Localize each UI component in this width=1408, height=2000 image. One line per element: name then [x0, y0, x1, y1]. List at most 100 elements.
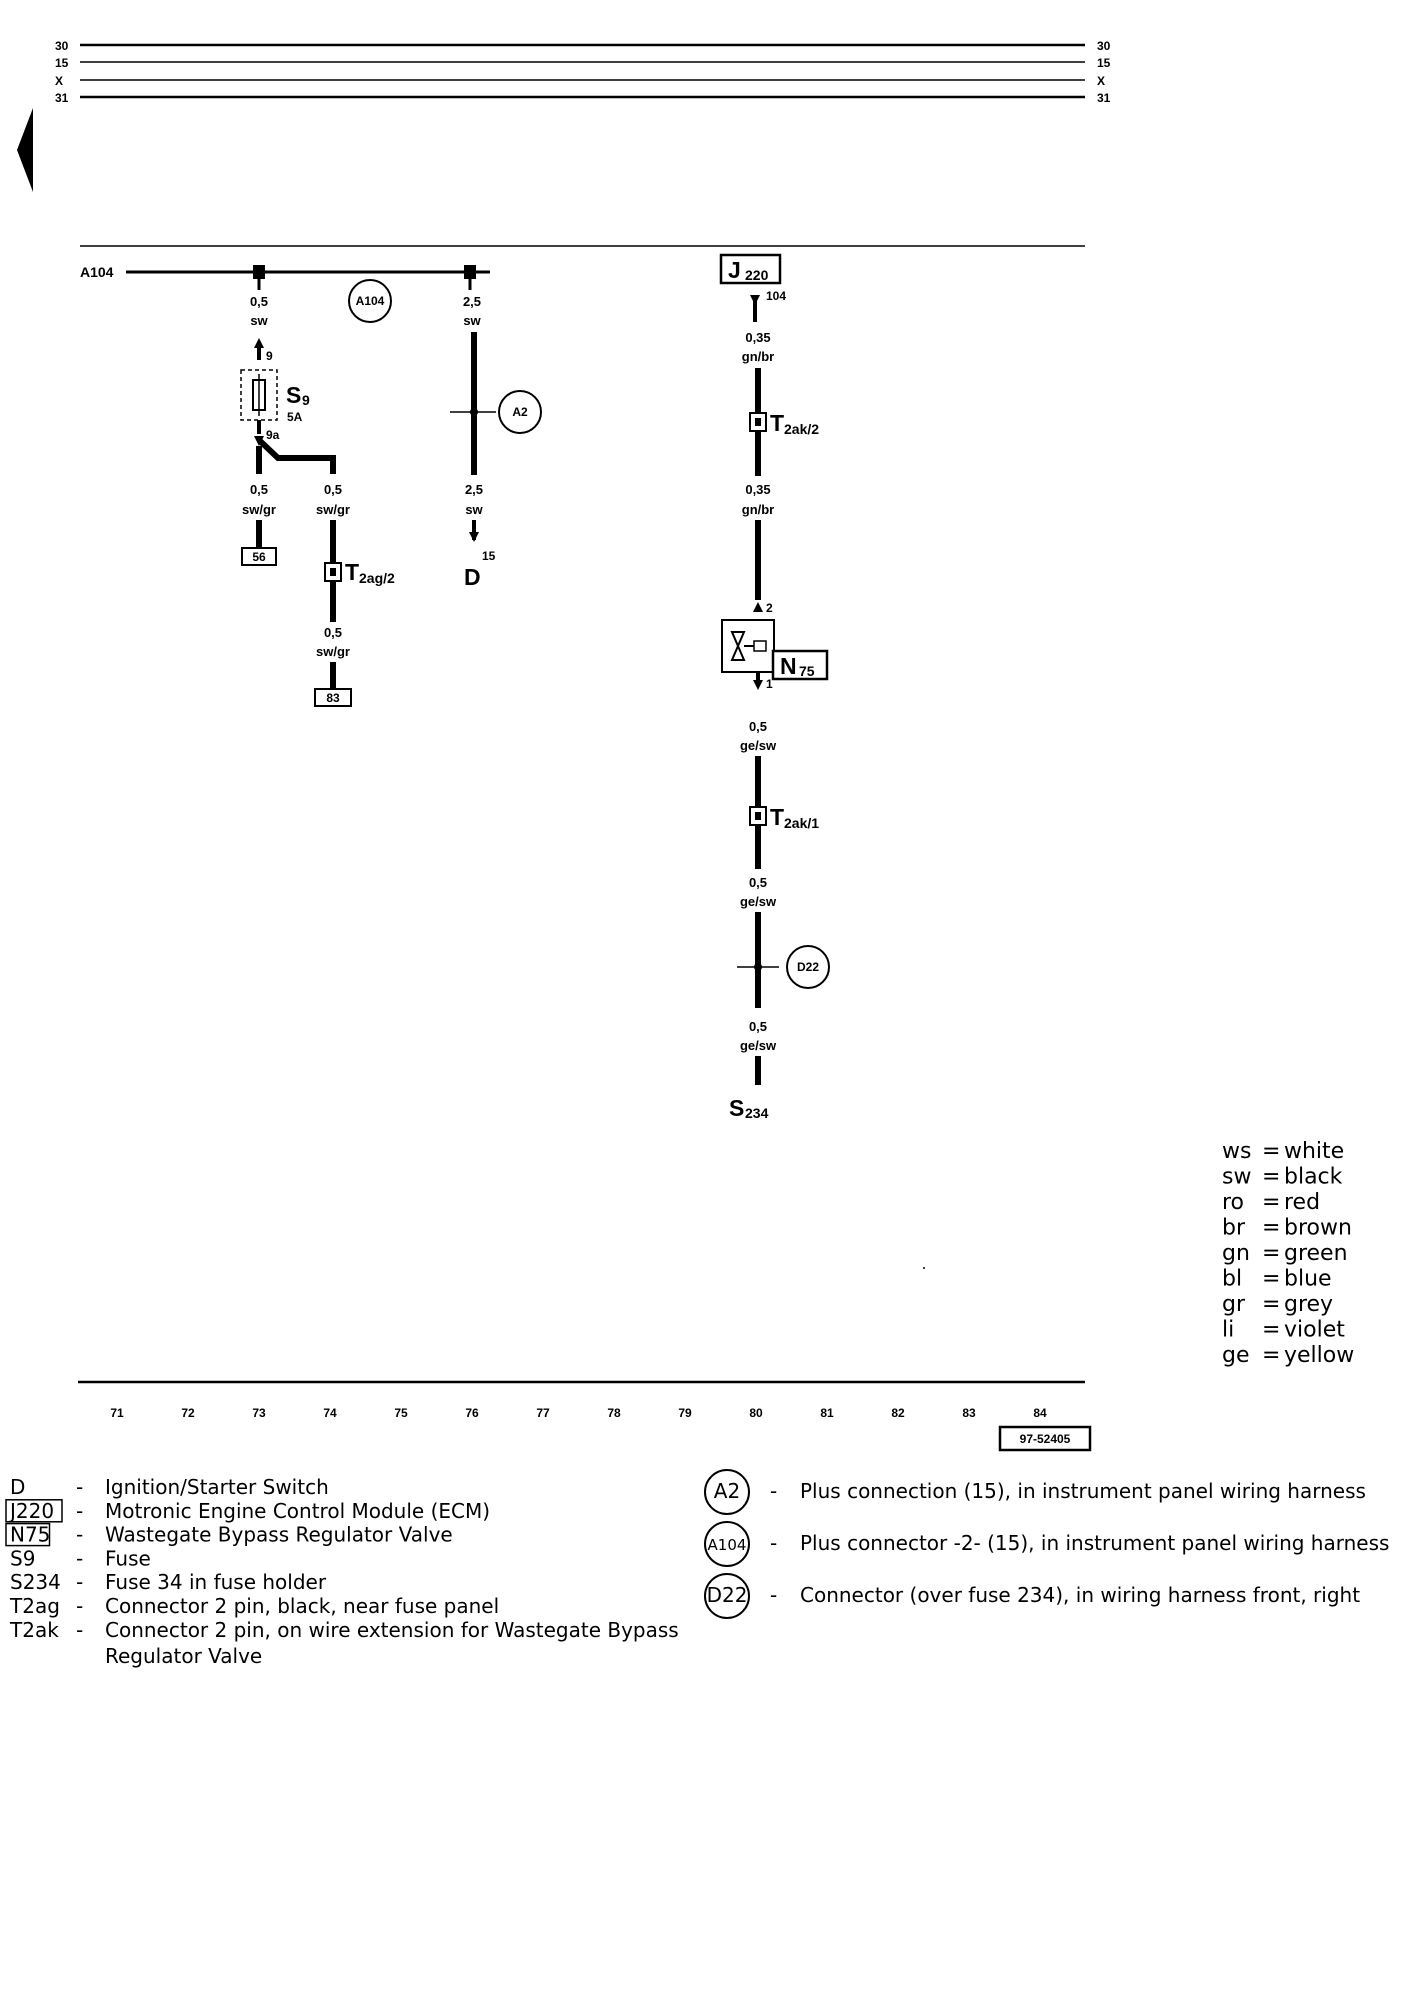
color-key: ws=whitesw=blackro=redbr=browngn=greenbl… [1222, 1139, 1354, 1368]
color-name: grey [1284, 1292, 1333, 1317]
color-code: gn [1222, 1241, 1250, 1266]
wire-branch-74: 0,5 sw/gr T 2ag/2 0,5 sw/gr 83 [314, 482, 395, 707]
color-equals: = [1262, 1165, 1280, 1190]
svg-text:ge/sw: ge/sw [740, 738, 777, 753]
wire-branch-73: 0,5 sw/gr 56 [241, 482, 277, 566]
svg-text:0,35: 0,35 [745, 330, 770, 345]
legend-circle [704, 1521, 750, 1567]
color-name: red [1284, 1190, 1320, 1215]
scale-number: 77 [536, 1406, 550, 1420]
color-code: sw [1222, 1165, 1251, 1190]
rail-label-31-right: 31 [1097, 91, 1111, 105]
svg-text:9: 9 [302, 392, 310, 408]
rail-label-x-left: X [55, 74, 63, 88]
scale-number: 80 [749, 1406, 763, 1420]
svg-text:gn/br: gn/br [742, 349, 775, 364]
svg-text:ge/sw: ge/sw [740, 1038, 777, 1053]
color-equals: = [1262, 1241, 1280, 1266]
wire-column-80-lower: 0,5 ge/sw T 2ak/1 0,5 ge/sw D22 0,5 ge/s… [729, 719, 830, 1121]
legend-dash: - [76, 1594, 83, 1618]
legend-code: N75 [10, 1523, 50, 1547]
svg-text:2ak/2: 2ak/2 [784, 421, 819, 437]
legend-dash: - [770, 1479, 777, 1503]
svg-text:J: J [728, 257, 741, 283]
svg-text:234: 234 [745, 1105, 769, 1121]
rail-label-15-right: 15 [1097, 56, 1111, 70]
legend-desc: Motronic Engine Control Module (ECM) [105, 1499, 490, 1523]
legend-dash: - [76, 1618, 83, 1642]
legend-desc: Fuse 34 in fuse holder [105, 1570, 327, 1594]
svg-text:0,5: 0,5 [749, 719, 767, 734]
wire-column-76: 2,5 sw A2 2,5 sw 15 D [450, 279, 542, 590]
connector-d22: D22 [797, 960, 819, 974]
svg-text:2ak/1: 2ak/1 [784, 815, 819, 831]
j220-box: J 220 [719, 253, 782, 285]
legend-circle [704, 1469, 750, 1515]
scale-number: 84 [1033, 1406, 1047, 1420]
svg-text:sw/gr: sw/gr [242, 502, 276, 517]
legend-dash: - [76, 1570, 83, 1594]
t2ak1-label: T [770, 804, 784, 830]
svg-text:0,35: 0,35 [745, 482, 770, 497]
legend-dash: - [76, 1546, 83, 1570]
legend-circle [704, 1573, 750, 1619]
connector-a104: A104 [348, 279, 392, 323]
legend-desc: Connector (over fuse 234), in wiring har… [800, 1583, 1360, 1607]
rail-label-31-left: 31 [55, 91, 69, 105]
legend-desc: Connector 2 pin, on wire extension for W… [105, 1618, 679, 1642]
scale-number: 72 [181, 1406, 195, 1420]
svg-text:97-52405: 97-52405 [1020, 1432, 1071, 1446]
legend-desc: Plus connector -2- (15), in instrument p… [800, 1531, 1389, 1555]
svg-text:2ag/2: 2ag/2 [359, 570, 395, 586]
svg-text:2: 2 [766, 601, 773, 615]
svg-text:sw: sw [250, 313, 268, 328]
legend-code-box [5, 1499, 63, 1523]
color-code: bl [1222, 1267, 1242, 1292]
color-name: yellow [1284, 1343, 1354, 1368]
rail-label-x-right: X [1097, 74, 1105, 88]
color-code: gr [1222, 1292, 1246, 1317]
scale-number: 74 [323, 1406, 337, 1420]
scale-number: 82 [891, 1406, 905, 1420]
svg-text:sw/gr: sw/gr [316, 644, 350, 659]
scale-number: 75 [394, 1406, 408, 1420]
svg-text:9a: 9a [266, 428, 280, 442]
legend-desc: Plus connection (15), in instrument pane… [800, 1479, 1366, 1503]
ignition-switch-d: D [464, 564, 481, 590]
svg-text:104: 104 [766, 289, 786, 303]
color-equals: = [1262, 1292, 1280, 1317]
legend-circle-code: A2 [714, 1479, 740, 1503]
t2ag2-label: T [345, 559, 359, 585]
legend-right: A2-Plus connection (15), in instrument p… [704, 1469, 1389, 1619]
svg-text:0,5: 0,5 [250, 294, 268, 309]
legend-code: S234 [10, 1570, 61, 1594]
legend-desc: Ignition/Starter Switch [105, 1475, 329, 1499]
svg-text:0,5: 0,5 [749, 1019, 767, 1034]
valve-n75: N 75 1 [721, 619, 829, 691]
svg-text:0,5: 0,5 [324, 625, 342, 640]
fuse-s9: S 9 5A 9a [240, 369, 310, 446]
page-marker-icon [17, 108, 33, 192]
color-name: brown [1284, 1216, 1352, 1241]
legend-code: J220 [8, 1499, 54, 1523]
scale-number: 79 [678, 1406, 692, 1420]
scale-number: 83 [962, 1406, 976, 1420]
color-code: ws [1222, 1139, 1251, 1164]
rail-label-30-left: 30 [55, 39, 69, 53]
color-code: li [1222, 1318, 1234, 1343]
svg-text:0,5: 0,5 [250, 482, 268, 497]
scale-number: 71 [110, 1406, 124, 1420]
svg-text:2,5: 2,5 [465, 482, 483, 497]
color-code: ro [1222, 1190, 1244, 1215]
legend-code: T2ag [9, 1594, 60, 1618]
svg-text:A104: A104 [356, 294, 385, 308]
legend-dash: - [770, 1583, 777, 1607]
legend-desc: Connector 2 pin, black, near fuse panel [105, 1594, 499, 1618]
connector-a2: A2 [512, 405, 528, 419]
legend-desc: Fuse [105, 1546, 151, 1570]
svg-text:1: 1 [766, 677, 773, 691]
color-name: green [1284, 1241, 1348, 1266]
